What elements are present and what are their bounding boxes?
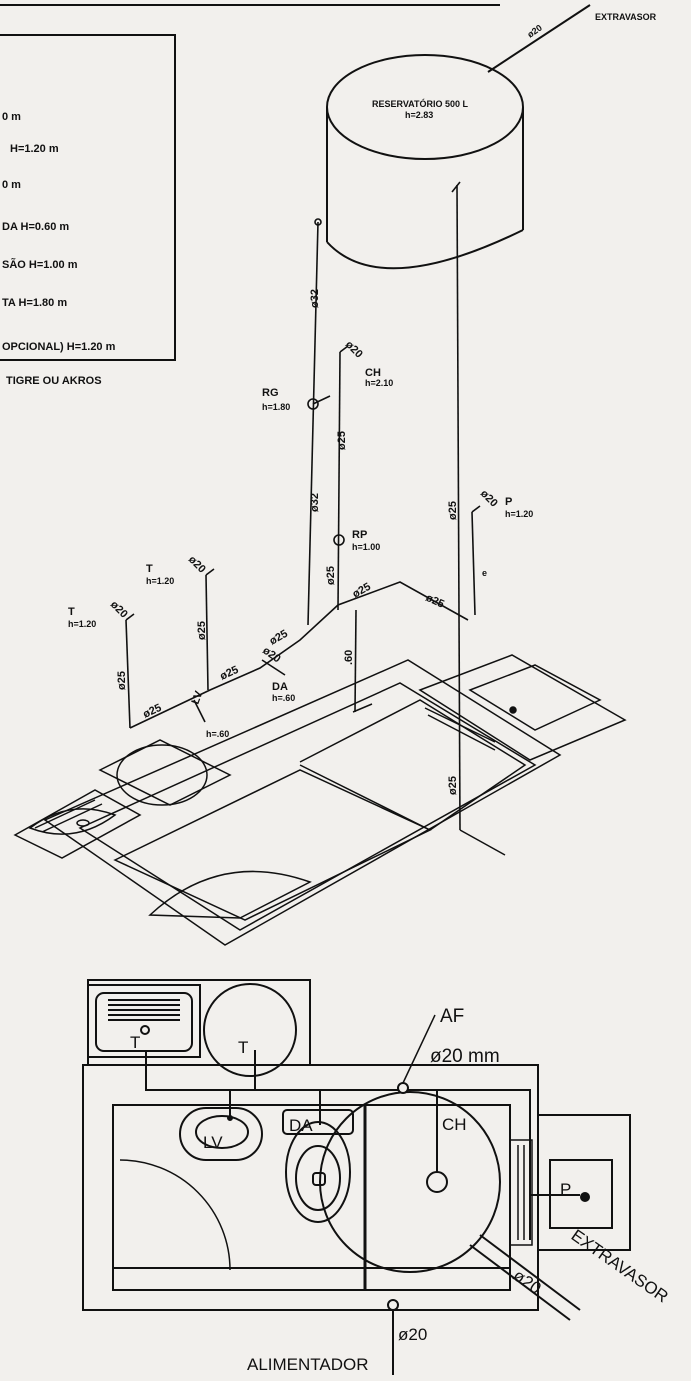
reservoir-tank: RESERVATÓRIO 500 L h=2.83 [326,54,524,270]
label-drop-60: .60 [343,650,355,665]
label-d25-t2: ø25 [196,621,208,640]
overflow-label: EXTRAVASOR [595,12,657,22]
p-height: h=1.20 [505,509,533,519]
plan-alimentador: ALIMENTADOR [247,1355,369,1374]
lv-label: LV [190,689,206,706]
label-d20-ch: ø20 [343,339,365,361]
da-height: h=.60 [272,693,295,703]
plan-lv: LV [203,1133,223,1152]
ch-height: h=2.10 [365,378,393,388]
p-label: P [505,496,512,508]
legend-line-6: TA H=1.80 m [2,297,67,309]
label-d25-h1: ø25 [141,702,163,721]
shower-area [319,1091,501,1273]
da-label: DA [272,681,288,693]
legend-line-7: OPCIONAL) H=1.20 m [2,341,116,353]
plan-ch: CH [442,1115,467,1134]
tank-height: h=2.83 [405,110,433,120]
rp-label: RP [352,529,367,541]
legend-line-2: H=1.20 m [10,143,59,155]
mark-e: e [482,568,487,578]
rg-label: RG [262,387,279,399]
t2-height: h=1.20 [146,576,174,586]
laundry-tank-circle [203,983,297,1077]
label-d25-t1: ø25 [116,671,128,690]
plan-t-toilet: T [238,1038,248,1057]
plan-extravasor-diameter: ø20 [510,1266,545,1298]
isometric-floor [13,654,627,946]
label-d25-h4: ø25 [351,581,373,601]
label-d25-ch: ø25 [336,431,348,450]
label-d20-t1: ø20 [108,599,130,621]
label-d25-right: ø25 [447,501,459,520]
plan-t-tank: T [130,1033,140,1052]
label-d25-h2: ø25 [218,664,240,683]
rg-height: h=1.80 [262,402,290,412]
isometric-view: ø20 EXTRAVASOR RESERVATÓRIO 500 L h=2.83… [13,4,657,946]
rp-height: h=1.00 [352,542,380,552]
t2-label: T [146,563,153,575]
legend-line-1: 0 m [2,111,21,123]
label-d20-t2: ø20 [186,554,208,576]
af-label: AF [440,1006,464,1027]
plan-p: P [560,1180,571,1199]
label-d25-rp: ø25 [325,566,337,585]
label-d25-h3: ø25 [268,628,290,648]
tank-title: RESERVATÓRIO 500 L [372,98,469,109]
legend-line-5: SÃO H=1.00 m [2,258,78,271]
legend-line-4: DA H=0.60 m [2,221,69,233]
label-d32-upper: ø32 [309,289,321,308]
legend-line-3: 0 m [2,179,21,191]
label-d20-p: ø20 [478,488,500,510]
tank-grille [108,999,180,1021]
lv-height: h=.60 [206,729,229,739]
rp-valve-icon [333,534,345,546]
label-d25-right-run: ø25 [424,592,446,611]
ch-label: CH [365,367,381,379]
t1-height: h=1.20 [68,619,96,629]
plan-extravasor: EXTRAVASOR [568,1226,672,1307]
shower-head-icon [426,1171,448,1193]
af-diameter: ø20 mm [430,1046,500,1067]
label-d32-lower: ø32 [309,493,321,512]
floor-plan: AF ø20 mm T T LV DA CH P ø20 EXTRAVASOR … [82,979,672,1375]
label-d25-right-low: ø25 [447,776,459,795]
legend-box: 0 m H=1.20 m 0 m DA H=0.60 m SÃO H=1.00 … [0,4,500,387]
legend-note: TIGRE OU AKROS [6,375,102,387]
label-d20-da: ø20 [260,645,282,666]
t1-label: T [68,606,75,618]
plan-alimentador-diameter: ø20 [398,1325,427,1344]
rg-valve-icon [307,398,319,410]
plan-da: DA [289,1116,313,1135]
